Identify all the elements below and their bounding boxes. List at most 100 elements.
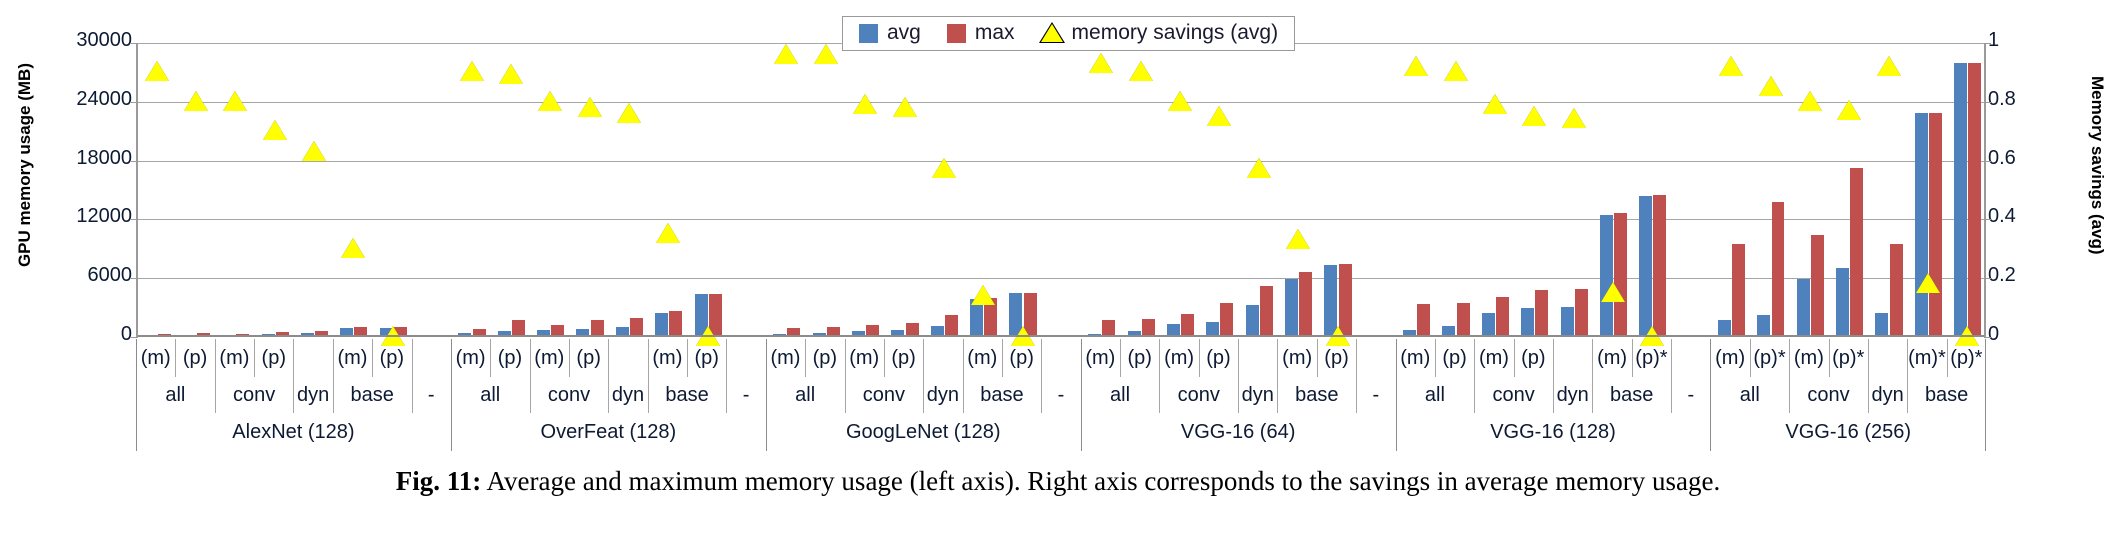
right-axis-tick-label: 1 xyxy=(1988,29,2000,51)
variant-label: (p) xyxy=(891,346,916,369)
axis-separator xyxy=(726,377,728,413)
bar-avg xyxy=(1717,320,1731,337)
left-axis-tick-label: 18000 xyxy=(76,146,132,169)
network-label: VGG-16 (128) xyxy=(1490,420,1616,443)
bar-avg xyxy=(1836,268,1850,337)
bar-group xyxy=(1161,43,1200,337)
bar-avg xyxy=(1166,324,1180,337)
left-tick-mark xyxy=(131,219,138,221)
axis-separator xyxy=(1277,339,1279,377)
variant-label: (m) xyxy=(1478,346,1509,369)
right-axis-tick-label: 0.6 xyxy=(1988,146,2016,169)
axis-separator xyxy=(1120,339,1122,377)
bar-max xyxy=(630,317,643,337)
bar-group xyxy=(610,43,649,337)
blue-square-icon xyxy=(859,23,878,43)
legend-item-max: max xyxy=(946,21,1015,45)
variant-label: (p) xyxy=(1127,346,1152,369)
policy-label: all xyxy=(1110,383,1131,406)
policy-label: all xyxy=(795,383,816,406)
left-axis-tick-label: 30000 xyxy=(76,29,132,51)
axis-separator xyxy=(1710,413,1712,451)
variant-label: (p) xyxy=(1009,346,1034,369)
bar-avg xyxy=(576,328,590,337)
axis-separator xyxy=(1041,339,1043,377)
bar-avg xyxy=(1442,326,1456,337)
axis-separator xyxy=(647,339,649,377)
axis-separator xyxy=(293,377,295,413)
bar-avg xyxy=(852,331,865,337)
axis-separator xyxy=(136,377,137,413)
axis-separator xyxy=(1985,377,1986,413)
axis-separator xyxy=(214,377,216,413)
variant-label: (m) xyxy=(652,346,683,369)
variant-label-row: (m)(p)(m)(p)(m)(p)(m)(p)(m)(p)(m)(p)(m)(… xyxy=(136,339,1986,377)
policy-label: dyn xyxy=(926,383,960,406)
axis-separator xyxy=(1985,339,1986,377)
axis-separator xyxy=(214,339,216,377)
axis-separator xyxy=(1710,377,1712,413)
bar-avg xyxy=(1639,195,1653,337)
bar-max xyxy=(1023,292,1037,337)
bar-group xyxy=(177,43,216,337)
variant-label: (m) xyxy=(1085,346,1116,369)
axis-separator xyxy=(1828,339,1830,377)
chart-legend: avg max memory savings (avg) xyxy=(842,16,1296,51)
variant-label xyxy=(1868,339,1907,377)
axis-separator xyxy=(1671,339,1673,377)
axis-separator xyxy=(1041,377,1043,413)
network-label: OverFeat (128) xyxy=(540,420,677,443)
bar-group xyxy=(925,43,964,337)
bar-group xyxy=(1240,43,1279,337)
legend-item-avg: avg xyxy=(859,21,921,45)
bar-avg xyxy=(615,326,629,337)
axis-separator xyxy=(1553,339,1555,377)
gridline xyxy=(138,278,1984,280)
right-tick-mark xyxy=(1984,278,1991,280)
axis-separator xyxy=(647,377,649,413)
legend-label: max xyxy=(974,21,1015,44)
variant-label: (m) xyxy=(219,346,250,369)
bar-max xyxy=(1535,289,1549,337)
axis-separator xyxy=(1238,339,1240,377)
bar-max xyxy=(1259,286,1273,337)
policy-label: conv xyxy=(232,383,276,406)
policy-label: base xyxy=(980,383,1024,406)
policy-label: conv xyxy=(547,383,591,406)
policy-label: conv xyxy=(1492,383,1535,406)
policy-label: dyn xyxy=(611,383,645,406)
bar-max xyxy=(275,332,289,337)
bar-max xyxy=(944,315,958,337)
bar-avg xyxy=(1481,313,1495,337)
left-axis-title-text: GPU memory usage (MB) xyxy=(15,62,34,268)
axis-separator xyxy=(332,377,334,413)
variant-label: (m) xyxy=(849,346,880,369)
bar-avg xyxy=(340,328,354,337)
axis-separator xyxy=(136,339,137,377)
bar-group xyxy=(847,43,886,337)
bar-avg xyxy=(1875,312,1889,337)
axis-separator xyxy=(1907,339,1909,377)
bar-max xyxy=(866,324,880,337)
axis-separator xyxy=(923,377,925,413)
legend-item-memory: memory savings (avg) xyxy=(1038,21,1278,45)
variant-label: (m) xyxy=(1282,346,1313,369)
bar-avg xyxy=(1757,315,1771,337)
bar-group xyxy=(1634,43,1673,337)
variant-label: (m) xyxy=(140,346,171,369)
bar-max xyxy=(1850,168,1864,337)
variant-label: (m) xyxy=(1597,346,1628,369)
axis-separator xyxy=(529,377,531,413)
variant-label xyxy=(293,339,332,377)
bar-group xyxy=(1752,43,1791,337)
bar-group xyxy=(1949,43,1988,337)
bar-group xyxy=(492,43,531,337)
axis-separator xyxy=(1592,339,1594,377)
bar-max xyxy=(354,327,368,337)
bar-group xyxy=(138,43,177,337)
bar-group xyxy=(1516,43,1555,337)
bar-max xyxy=(197,332,211,337)
axis-separator xyxy=(450,413,452,451)
variant-label: (p)* xyxy=(1753,346,1786,369)
bar-avg xyxy=(1403,330,1417,337)
